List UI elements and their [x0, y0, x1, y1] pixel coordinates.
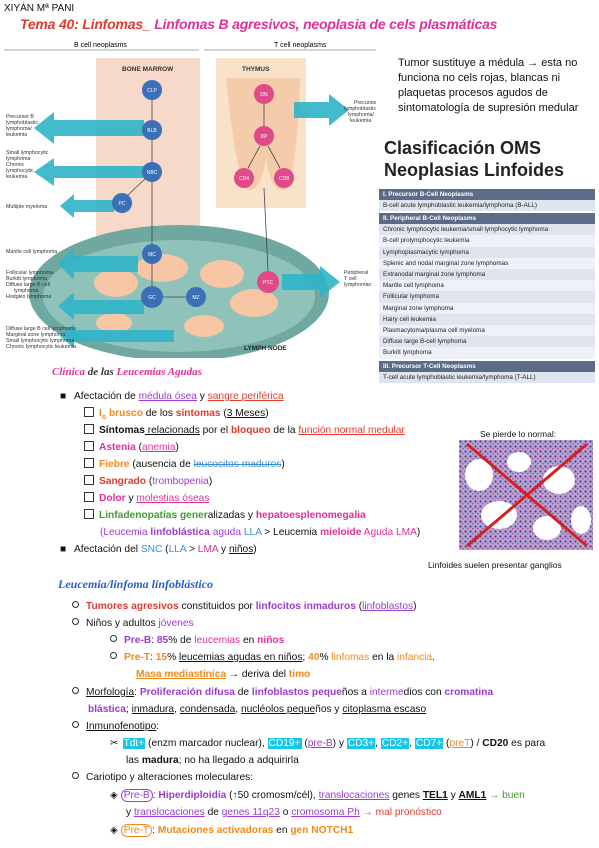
cell-clp [142, 80, 162, 100]
clinica-line-6: Sangrado (trombopenia) [84, 475, 212, 489]
svg-text:CLP: CLP [147, 88, 157, 94]
leuc-line-8: Inmunofenotipo: [72, 720, 159, 734]
leuc-line-1: Tumores agresivos constituidos por linfo… [72, 600, 416, 614]
cell-cd8 [274, 168, 294, 188]
svg-text:Small lymphocytic lymphoma: Small lymphocytic lymphoma [6, 338, 74, 344]
leucemia-title: Leucemia/linfoma linfoblástico [58, 577, 213, 591]
svg-text:GC: GC [148, 295, 156, 301]
svg-text:lymphoma/: lymphoma/ [6, 126, 32, 132]
svg-text:Marginal zone lymphoma: Marginal zone lymphoma [6, 332, 65, 338]
label-precursor-t: Precursor T [354, 100, 376, 106]
svg-text:lymphoblastic: lymphoblastic [344, 106, 376, 112]
svg-text:leukemia: leukemia [350, 118, 371, 124]
svg-text:lymphoblastic: lymphoblastic [6, 120, 38, 126]
leuc-line-10: las madura; no ha llegado a adquirirla [126, 755, 299, 766]
svg-text:lymphoma: lymphoma [6, 156, 30, 162]
svg-text:leukemia: leukemia [6, 174, 27, 180]
label-sll: Small lymphocytic [6, 150, 49, 156]
label-follicular: Follicular lymphoma [6, 270, 53, 276]
clinica-line-5: Fiebre (ausencia de leucocitos maduros) [84, 458, 285, 472]
clinica-line-2: Io brusco de los síntomas (3 Meses) [84, 407, 269, 425]
diamond-bullet-icon: ◈ [110, 790, 118, 801]
lymph-node-label: LYMPH NODE [244, 345, 287, 352]
svg-text:NBC: NBC [147, 170, 158, 176]
leuc-line-2: Niños y adultos jóvenes [72, 617, 194, 631]
bone-marrow-label: BONE MARROW [122, 66, 174, 73]
oms-header-2: II. Peripheral B-Cell Neoplasms [379, 213, 595, 225]
svg-text:MZ: MZ [192, 295, 199, 301]
cell-pc [112, 193, 132, 213]
svg-text:BLB: BLB [147, 128, 157, 134]
label-dlbcl: Diffuse large B cell lymphoma [6, 326, 76, 332]
svg-text:PC: PC [119, 201, 126, 207]
label-ptcl: Peripheral [344, 270, 368, 276]
cell-mz [186, 287, 206, 307]
cell-gc [141, 286, 163, 308]
oms-title: Clasificación OMS Neoplasias Linfoides [384, 138, 565, 180]
cell-cd4 [234, 168, 254, 188]
svg-text:DN: DN [260, 92, 268, 98]
cell-blb [142, 120, 162, 140]
leuc-line-13: y translocaciones de genes 11q23 o cromo… [126, 807, 442, 818]
oms-header-1: I. Precursor B-Cell Neoplasms [379, 189, 595, 200]
diamond-bullet-icon: ◈ [110, 825, 118, 836]
lymphoid-neoplasm-figure: B cell neoplasms T cell neoplasms BONE M… [4, 42, 376, 358]
histo-caption: Se pierde lo normal: [480, 429, 557, 439]
histology-image [459, 440, 593, 550]
svg-text:Hodgkin lymphoma: Hodgkin lymphoma [6, 294, 51, 300]
leuc-line-14: ◈ Pre-T: Mutaciones activadoras en gen N… [110, 824, 354, 837]
svg-text:T cell: T cell [344, 276, 357, 282]
clinica-title: Clínica de las Leucemias Agudas [52, 366, 202, 378]
thymus-label: THYMUS [242, 66, 270, 73]
cell-nbc [142, 162, 162, 182]
cell-ptc [257, 271, 279, 293]
clinica-line-4: Astenia (anemia) [84, 441, 179, 455]
marrow-note: Tumor sustituye a médula → esta no funci… [398, 57, 579, 114]
svg-text:Burkitt lymphoma: Burkitt lymphoma [6, 276, 47, 282]
page-title: Tema 40: Linfomas_ Linfomas B agresivos,… [20, 16, 498, 32]
svg-text:PTC: PTC [263, 280, 273, 286]
cell-dn [254, 84, 274, 104]
cell-dp [254, 126, 274, 146]
ganglios-note: Linfoides suelen presentar ganglios [428, 560, 562, 570]
clinica-line-7: Dolor y molestias óseas [84, 492, 209, 506]
leuc-line-9: ✂Tdt+ (enzm marcador nuclear), CD19+ (pr… [110, 738, 546, 749]
leuc-line-12: ◈ Pre-B: Hiperdiploidía (↑50 cromosm/cél… [110, 789, 525, 802]
clinica-line-10: ■Afectación del SNC (LLA > LMA y niños) [60, 544, 257, 555]
cell-mc [142, 244, 162, 264]
svg-text:MC: MC [148, 252, 156, 258]
svg-text:Chronic: Chronic [6, 162, 25, 168]
svg-text:DP: DP [261, 134, 269, 140]
svg-text:lymphomas: lymphomas [344, 282, 371, 288]
author-name: XIYÁN Mª PANI [4, 3, 75, 14]
svg-text:CD4: CD4 [239, 176, 249, 182]
oms-header-3: III. Precursor T-Cell Neoplasms [379, 360, 595, 372]
svg-text:Chronic lymphocytic leukemia: Chronic lymphocytic leukemia [6, 344, 76, 350]
svg-text:lymphoma: lymphoma [14, 288, 38, 294]
clinica-line-9: (Leucemia linfoblástica aguda LLA > Leuc… [100, 527, 421, 538]
figure-b-header: B cell neoplasms [74, 42, 127, 49]
svg-text:CD8: CD8 [279, 176, 289, 182]
clinica-line-8: Linfadenopatías generalizadas y hepatoes… [84, 509, 366, 523]
leuc-line-7: blástica; inmadura, condensada, nucléolo… [88, 704, 427, 715]
leuc-line-11: Cariotipo y alteraciones moleculares: [72, 771, 253, 785]
leuc-line-4: Pre-T: 15% leucemias agudas en niños; 40… [110, 651, 435, 665]
leuc-line-3: Pre-B: 85% de leucemias en niños [110, 634, 284, 648]
clinica-line-1: ■Afectación de médula ósea y sangre peri… [60, 391, 284, 402]
label-precursor-b: Precursor B [6, 114, 34, 120]
svg-text:lymphocytic: lymphocytic [6, 168, 34, 174]
label-mantle: Mantle cell lymphoma [6, 249, 57, 255]
clinica-line-3: Síntomas relacionads por el bloqueo de l… [84, 424, 405, 438]
svg-text:lymphoma/: lymphoma/ [348, 112, 374, 118]
svg-text:leukemia: leukemia [6, 132, 27, 138]
label-myeloma: Multiple myeloma [6, 204, 47, 210]
oms-table: I. Precursor B-Cell Neoplasms B-cell acu… [379, 187, 595, 383]
leuc-line-5: Masa mediastínica → deriva del timo [136, 669, 311, 680]
leuc-line-6: Morfología: Proliferación difusa de linf… [72, 686, 493, 700]
scissors-icon: ✂ [110, 738, 119, 749]
figure-t-header: T cell neoplasms [274, 42, 327, 49]
svg-text:Diffuse large B cell: Diffuse large B cell [6, 282, 50, 288]
